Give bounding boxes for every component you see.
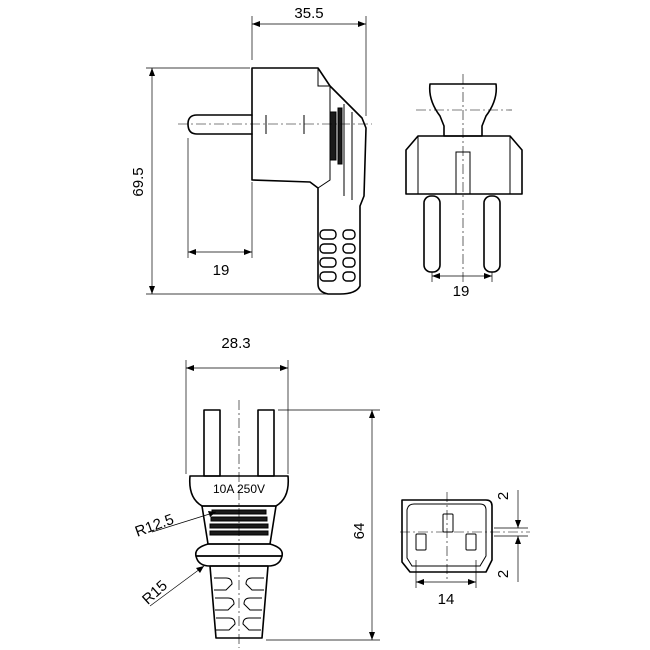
dimension-front-pin-spacing-label: 19 <box>453 283 470 300</box>
straight-plug-view: 10A 250V <box>188 400 290 648</box>
front-view-plug <box>405 74 523 284</box>
socket-offset-top-label: 2 <box>495 492 512 500</box>
dimension-top-pin-length: 19 <box>187 138 253 279</box>
rating-label: 10A 250V <box>213 482 265 496</box>
dimension-top-height: 69.5 <box>130 67 328 295</box>
dimension-bottom-height-label: 64 <box>351 523 368 540</box>
dimension-bottom-height: 64 <box>266 409 380 641</box>
radius-upper-label: R12.5 <box>133 511 176 541</box>
dimension-bottom-width: 28.3 <box>185 335 289 474</box>
dimension-top-height-label: 69.5 <box>130 167 147 196</box>
socket-offset-bottom-label: 2 <box>495 570 512 578</box>
dimension-top-pin-length-label: 19 <box>213 262 230 279</box>
socket-offset-dimensions: 2 2 <box>495 492 512 578</box>
radius-lower-callout: R15 <box>139 565 205 608</box>
dimension-bottom-width-label: 28.3 <box>221 335 250 352</box>
radius-lower-label: R15 <box>139 577 171 608</box>
socket-face-view <box>400 490 530 582</box>
dimension-front-pin-spacing: 19 <box>431 272 493 300</box>
dimension-socket-width-label: 14 <box>438 591 455 608</box>
dimension-top-width: 35.5 <box>251 5 367 116</box>
dimension-top-width-label: 35.5 <box>294 5 323 22</box>
side-view-angled-plug <box>178 67 372 295</box>
dimension-socket-width: 14 <box>415 560 477 608</box>
